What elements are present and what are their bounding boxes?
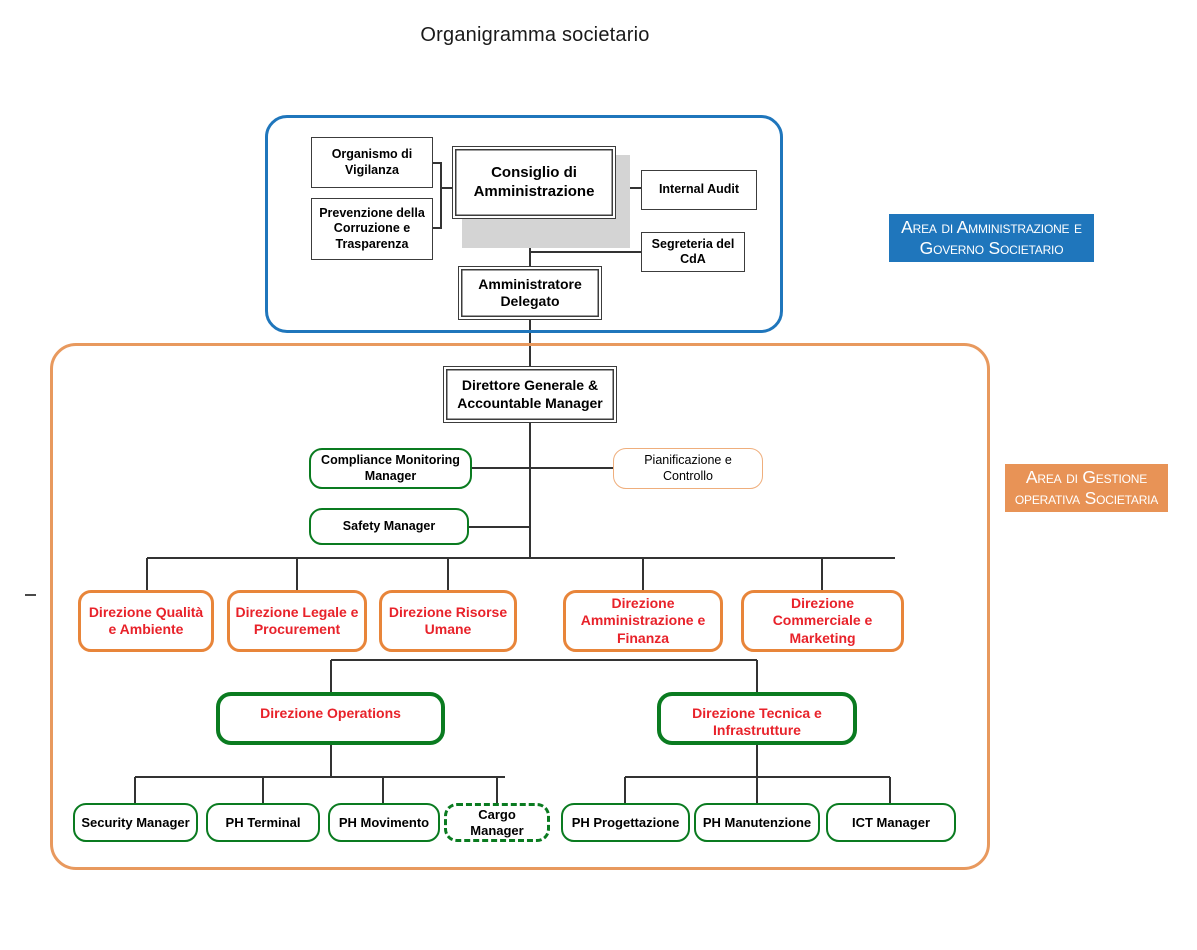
- legend-governance-line1: Area di Amministrazione e: [901, 216, 1082, 237]
- legend-governance: Area di Amministrazione e Governo Societ…: [889, 214, 1094, 262]
- node-compliance-monitoring-manager[interactable]: Compliance Monitoring Manager: [309, 448, 472, 489]
- node-ph-terminal[interactable]: PH Terminal: [206, 803, 320, 842]
- node-direzione-commerciale-marketing[interactable]: Direzione Commerciale e Marketing: [741, 590, 904, 652]
- node-segreteria-cda[interactable]: Segreteria del CdA: [641, 232, 745, 272]
- node-direzione-amministrazione-finanza[interactable]: Direzione Amministrazione e Finanza: [563, 590, 723, 652]
- node-direzione-risorse-umane[interactable]: Direzione Risorse Umane: [379, 590, 517, 652]
- node-cargo-manager[interactable]: Cargo Manager: [444, 803, 550, 842]
- stray-dash-mark: [25, 594, 36, 596]
- node-direzione-operations[interactable]: Direzione Operations: [216, 692, 445, 745]
- operations-zone: [50, 343, 990, 870]
- legend-operations-line1: Area di Gestione: [1025, 466, 1148, 487]
- page-title: Organigramma societario: [420, 24, 650, 46]
- node-prevenzione-corruzione[interactable]: Prevenzione della Corruzione e Trasparen…: [311, 198, 433, 260]
- node-safety-manager[interactable]: Safety Manager: [309, 508, 469, 545]
- legend-operations: Area di Gestione operativa Societaria: [1005, 464, 1168, 512]
- governance-zone: [265, 115, 783, 333]
- node-internal-audit[interactable]: Internal Audit: [641, 170, 757, 210]
- node-direzione-tecnica-infrastrutture[interactable]: Direzione Tecnica e Infrastrutture: [657, 692, 857, 745]
- node-direzione-qualita-ambiente[interactable]: Direzione Qualità e Ambiente: [78, 590, 214, 652]
- node-direttore-generale[interactable]: Direttore Generale & Accountable Manager: [443, 366, 617, 423]
- node-ph-movimento[interactable]: PH Movimento: [328, 803, 440, 842]
- node-ph-progettazione[interactable]: PH Progettazione: [561, 803, 690, 842]
- legend-governance-line2: Governo Societario: [919, 238, 1064, 258]
- node-consiglio-amministrazione[interactable]: Consiglio di Amministrazione: [452, 146, 616, 219]
- node-amministratore-delegato[interactable]: Amministratore Delegato: [458, 266, 602, 320]
- legend-operations-line2: operativa Societaria: [1014, 488, 1159, 508]
- node-organismo-vigilanza[interactable]: Organismo di Vigilanza: [311, 137, 433, 188]
- node-direzione-legale-procurement[interactable]: Direzione Legale e Procurement: [227, 590, 367, 652]
- node-pianificazione-controllo[interactable]: Pianificazione e Controllo: [613, 448, 763, 489]
- node-security-manager[interactable]: Security Manager: [73, 803, 198, 842]
- node-ph-manutenzione[interactable]: PH Manutenzione: [694, 803, 820, 842]
- node-ict-manager[interactable]: ICT Manager: [826, 803, 956, 842]
